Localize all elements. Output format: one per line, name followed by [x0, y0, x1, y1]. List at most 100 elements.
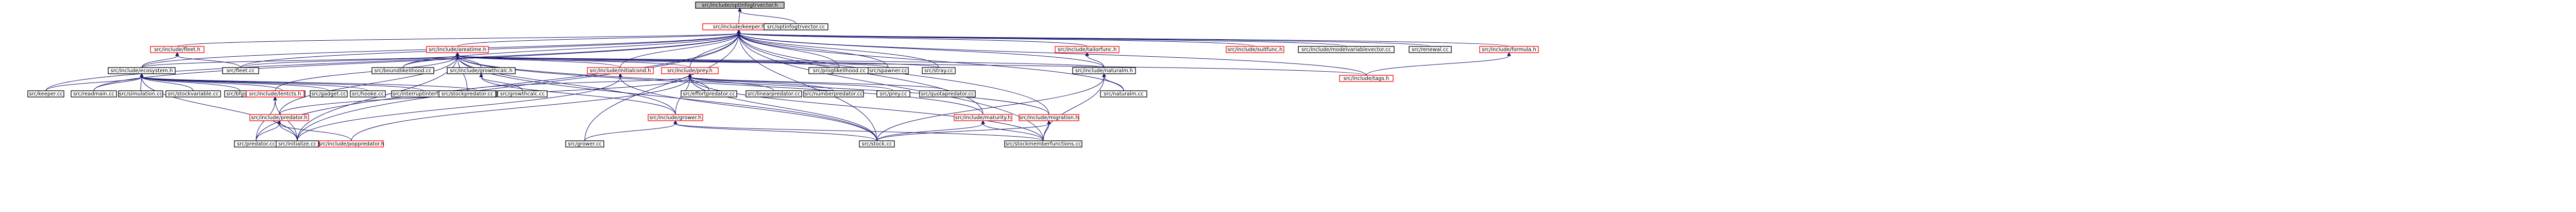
node-src-include-predator-h[interactable]: src/include/predator.h	[249, 114, 309, 121]
edge-stock_cc-to-naturalm_h	[876, 73, 1106, 141]
edge-poppred_h-to-prey_h	[351, 73, 692, 141]
node-src-grower-cc[interactable]: src/grower.cc	[565, 140, 604, 148]
node-src-gadget-cc[interactable]: src/gadget.cc	[310, 90, 348, 97]
edge-grower_cc-to-grower_h	[584, 120, 677, 141]
node-src-include-prey-h[interactable]: src/include/prey.h	[661, 67, 719, 74]
edge-line	[584, 32, 739, 141]
edge-line	[177, 55, 241, 68]
node-src-include-poppredator-h[interactable]: src/include/poppredator.h	[318, 140, 384, 148]
edge-line	[351, 76, 690, 141]
edge-line	[876, 123, 984, 141]
node-src-growthcalc-cc[interactable]: src/growthcalc.cc	[497, 90, 548, 97]
node-label: src/naturalm.cc	[1104, 91, 1144, 97]
node-src-naturalm-cc[interactable]: src/naturalm.cc	[1100, 90, 1147, 97]
node-label: src/include/prey.h	[667, 68, 713, 74]
node-src-initialize-cc[interactable]: src/initialize.cc	[276, 140, 319, 148]
node-src-linearpredator-cc[interactable]: src/linearpredator.cc	[745, 90, 802, 97]
node-label: src/include/predator.h	[251, 115, 307, 121]
node-src-hooke-cc[interactable]: src/hooke.cc	[350, 90, 386, 97]
node-box	[681, 90, 737, 97]
node-src-keeper-cc[interactable]: src/keeper.cc	[27, 90, 64, 97]
node-src-include-grower-h[interactable]: src/include/grower.h	[648, 114, 703, 121]
edge-stockmember_cc-to-maturity_h	[981, 120, 1044, 141]
node-box	[165, 90, 221, 97]
node-src-include-formula-h[interactable]: src/include/formula.h	[1479, 46, 1539, 53]
node-src-readmain-cc[interactable]: src/readmain.cc	[71, 90, 117, 97]
edge-line	[140, 76, 142, 91]
node-src-stockvariable-cc[interactable]: src/stockvariable.cc	[165, 90, 221, 97]
node-box	[587, 67, 654, 74]
edge-line	[1366, 55, 1510, 76]
edge-line	[738, 32, 1105, 68]
node-box	[276, 140, 319, 148]
edge-line	[402, 55, 458, 68]
edge-line	[93, 76, 142, 91]
node-box	[27, 90, 64, 97]
node-src-stockpredator-cc[interactable]: src/stockpredator.cc	[438, 90, 496, 97]
node-src-include-initialcond-h[interactable]: src/include/initialcond.h	[587, 67, 654, 74]
edge-line	[689, 76, 877, 141]
edge-linearpred_cc-to-prey_h	[688, 73, 774, 91]
node-box	[1298, 46, 1395, 53]
node-src-optinfogtrvector-cc[interactable]: src/optinfogtrvector.cc	[764, 23, 828, 30]
node-src-predator-cc[interactable]: src/predator.cc	[234, 140, 278, 148]
node-src-numberpredator-cc[interactable]: src/numberpredator.cc	[803, 90, 864, 97]
edge-ecosystem_h-to-fleet_h	[141, 52, 179, 68]
edge-line	[279, 123, 352, 141]
node-src-quotapredator-cc[interactable]: src/quotapredator.cc	[919, 90, 976, 97]
node-src-include-growthcalc-h[interactable]: src/include/growthcalc.h	[447, 67, 516, 74]
edge-line	[297, 32, 739, 141]
node-label: src/spawner.cc	[869, 68, 907, 74]
node-label: src/include/grower.h	[650, 115, 702, 121]
node-src-stray-cc[interactable]: src/stray.cc	[922, 67, 956, 74]
node-src-include-fleet-h[interactable]: src/include/fleet.h	[150, 46, 205, 53]
edge-arrowhead	[479, 73, 483, 77]
node-src-include-tags-h[interactable]: src/include/tags.h	[1339, 75, 1394, 82]
edge-line	[738, 32, 939, 68]
edge-grower_h-to-growthcalc_h	[479, 73, 676, 115]
edge-stockmember_cc-to-grower_h	[673, 120, 1044, 141]
node-label: src/proglikelihood.cc	[813, 68, 866, 74]
node-src-include-areatime-h[interactable]: src/include/areatime.h	[426, 46, 489, 53]
node-src-include-optinfogtrvector-h[interactable]: src/include/optinfogtrvector.h	[695, 2, 785, 9]
node-src-boundlikelihood-cc[interactable]: src/boundlikelihood.cc	[371, 67, 434, 74]
node-src-include-lentcts-h[interactable]: src/include/lentcts.h	[246, 90, 304, 97]
edge-line	[141, 76, 298, 141]
node-src-stock-cc[interactable]: src/stock.cc	[859, 140, 895, 148]
edge-line	[738, 32, 877, 141]
node-src-include-modelvariablevector-cc[interactable]: src/include/modelvariablevector.cc	[1298, 46, 1395, 53]
node-label: src/include/maturity.h	[955, 115, 1011, 121]
node-src-effortpredator-cc[interactable]: src/effortpredator.cc	[681, 90, 737, 97]
edge-growthcalc_cc-to-growthcalc_h	[479, 73, 523, 91]
node-src-include-maturity-h[interactable]: src/include/maturity.h	[954, 114, 1012, 121]
node-label: src/include/keeper.h	[713, 24, 765, 30]
node-src-fleet-cc[interactable]: src/fleet.cc	[222, 67, 259, 74]
node-label: src/boundlikelihood.cc	[374, 68, 431, 74]
edge-line	[256, 123, 280, 141]
edge-stockmember_cc-to-prey_h	[688, 73, 1044, 141]
node-src-include-naturalm-h[interactable]: src/include/naturalm.h	[1072, 67, 1136, 74]
node-box	[1479, 46, 1539, 53]
node-src-spawner-cc[interactable]: src/spawner.cc	[868, 67, 909, 74]
node-src-proglikelihood-cc[interactable]: src/proglikelihood.cc	[808, 67, 870, 74]
node-label: src/predator.cc	[237, 141, 275, 147]
edge-line	[457, 55, 1367, 76]
edge-line	[689, 76, 709, 91]
edge-line	[45, 32, 739, 91]
node-label: src/bfgs.cc	[226, 91, 254, 97]
node-src-include-tailorfunc-h[interactable]: src/include/tailorfunc.h	[1055, 46, 1120, 53]
node-box	[249, 114, 309, 121]
node-src-include-migration-h[interactable]: src/include/migration.h	[1019, 114, 1079, 121]
node-src-prey-cc[interactable]: src/prey.cc	[876, 90, 910, 97]
node-box	[919, 90, 976, 97]
edge-arrowhead	[737, 29, 741, 34]
node-label: src/include/modelvariablevector.cc	[1301, 47, 1391, 53]
node-src-renewal-cc[interactable]: src/renewal.cc	[1409, 46, 1452, 53]
node-box	[1072, 67, 1136, 74]
edge-line	[689, 76, 774, 91]
node-src-include-suitfunc-h[interactable]: src/include/suitfunc.h	[1226, 46, 1284, 53]
node-label: src/include/migration.h	[1019, 115, 1078, 121]
node-src-include-ecosystem-h[interactable]: src/include/ecosystem.h	[108, 67, 176, 74]
node-src-simulation-cc[interactable]: src/simulation.cc	[118, 90, 163, 97]
node-src-stockmemberfunctions-cc[interactable]: src/stockmemberfunctions.cc	[1004, 140, 1082, 148]
